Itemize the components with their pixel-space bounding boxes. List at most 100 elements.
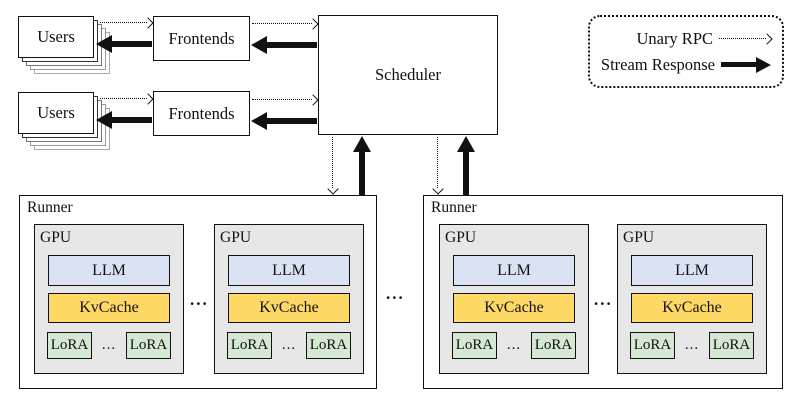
lora-box: LoRA (531, 332, 576, 359)
users-box: Users (18, 16, 94, 58)
gpu-label: GPU (40, 229, 72, 246)
legend-row-stream: Stream Response (601, 52, 771, 77)
stream-arrow-frontends1-to-users1 (96, 35, 152, 53)
unary-arrow-frontends1-to-scheduler (252, 18, 319, 30)
llm-label: LLM (272, 261, 306, 279)
arrow-line (252, 23, 312, 24)
gpu-label: GPU (445, 229, 477, 246)
unary-arrow-users1-to-frontends1 (100, 17, 154, 29)
arrow-line (437, 137, 438, 188)
arrowhead (307, 94, 319, 106)
gpu-ellipsis: ... (594, 290, 613, 309)
llm-label: LLM (92, 261, 126, 279)
lora-box: LoRA (630, 332, 675, 359)
scheduler-node: Scheduler (318, 15, 498, 135)
runner-ellipsis: ... (386, 284, 405, 303)
lora-row: LoRA ... LoRA (452, 332, 576, 359)
users-node-1: Users (18, 16, 113, 78)
frontends-node-1: Frontends (153, 16, 250, 61)
kvcache-box: KvCache (631, 293, 753, 323)
runner-label: Runner (27, 199, 73, 216)
lora-label: LoRA (712, 337, 751, 353)
arrowhead (251, 112, 267, 130)
arrow-line (100, 98, 147, 99)
gpu-label: GPU (623, 229, 655, 246)
arrow-shaft (359, 150, 365, 195)
users-box: Users (18, 92, 94, 134)
lora-ellipsis: ... (684, 337, 700, 353)
arrowhead (142, 17, 154, 29)
arrowhead (142, 93, 154, 105)
lora-label: LoRA (230, 337, 269, 353)
arrowhead (96, 35, 112, 53)
arrow-shaft (265, 42, 317, 48)
kvcache-box: KvCache (453, 293, 575, 323)
arrow-line (332, 137, 333, 188)
lora-box: LoRA (452, 332, 497, 359)
lora-label: LoRA (129, 337, 168, 353)
stream-response-label: Stream Response (600, 54, 715, 74)
stream-arrow-runner1-to-scheduler (353, 136, 371, 195)
unary-rpc-arrow-icon (719, 32, 773, 45)
llm-box: LLM (453, 255, 575, 286)
stream-arrow-frontends2-to-users2 (96, 111, 152, 129)
unary-arrow-scheduler-to-runner2 (432, 137, 444, 195)
arrowhead (756, 56, 771, 73)
arrowhead (96, 111, 112, 129)
gpu-box: GPU LLM KvCache LoRA ... LoRA (439, 224, 589, 374)
kvcache-label: KvCache (259, 299, 319, 316)
arrow-shaft (463, 150, 469, 195)
unary-arrow-scheduler-to-runner1 (327, 137, 339, 195)
unary-arrow-users2-to-frontends2 (100, 93, 154, 105)
gpu-box: GPU LLM KvCache LoRA ... LoRA (34, 224, 184, 374)
legend-row-unary: Unary RPC (636, 26, 773, 51)
lora-ellipsis: ... (281, 337, 297, 353)
lora-label: LoRA (50, 337, 89, 353)
runner-node-1: Runner GPU LLM KvCache LoRA ... LoRA ...… (19, 195, 377, 389)
lora-label: LoRA (633, 337, 672, 353)
legend: Unary RPC Stream Response (588, 15, 784, 88)
users-label: Users (37, 27, 75, 46)
arrow-shaft (721, 61, 757, 68)
lora-row: LoRA ... LoRA (47, 332, 171, 359)
unary-arrow-frontends2-to-scheduler (252, 94, 319, 106)
kvcache-label: KvCache (484, 299, 544, 316)
arrow-shaft (265, 118, 317, 124)
arrowhead (327, 183, 339, 195)
lora-box: LoRA (126, 332, 171, 359)
gpu-box: GPU LLM KvCache LoRA ... LoRA (214, 224, 364, 374)
llm-label: LLM (497, 261, 531, 279)
arrow-line (252, 99, 312, 100)
gpu-label: GPU (220, 229, 252, 246)
arrow-shaft (110, 117, 152, 123)
lora-box: LoRA (227, 332, 272, 359)
arrow-shaft (110, 41, 152, 47)
stream-arrow-runner2-to-scheduler (457, 136, 475, 195)
arrowhead (307, 18, 319, 30)
arrowhead (432, 183, 444, 195)
arrowhead (761, 32, 773, 45)
llm-box: LLM (631, 255, 753, 286)
gpu-box: GPU LLM KvCache LoRA ... LoRA (617, 224, 767, 374)
users-label: Users (37, 103, 75, 122)
frontends-node-2: Frontends (153, 91, 250, 136)
lora-label: LoRA (534, 337, 573, 353)
arrowhead (457, 136, 475, 152)
arrow-line (719, 37, 766, 39)
arrowhead (353, 136, 371, 152)
lora-box: LoRA (47, 332, 92, 359)
lora-ellipsis: ... (101, 337, 117, 353)
users-node-2: Users (18, 92, 113, 154)
scheduler-label: Scheduler (375, 65, 441, 84)
arrowhead (251, 36, 267, 54)
stream-response-arrow-icon (721, 56, 771, 73)
arrow-line (100, 22, 147, 23)
lora-box: LoRA (306, 332, 351, 359)
kvcache-box: KvCache (48, 293, 170, 323)
stream-arrow-scheduler-to-frontends1 (251, 36, 317, 54)
llm-box: LLM (48, 255, 170, 286)
kvcache-label: KvCache (662, 299, 722, 316)
lora-row: LoRA ... LoRA (227, 332, 351, 359)
frontends-label: Frontends (168, 103, 235, 123)
